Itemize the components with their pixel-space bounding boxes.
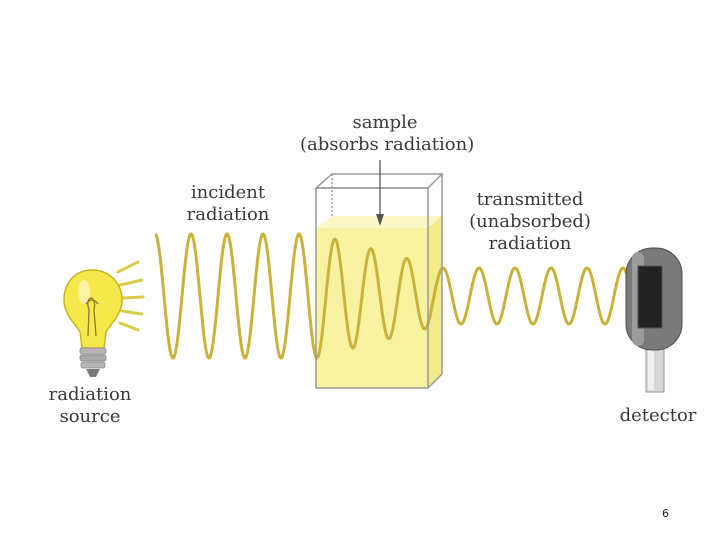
radiation-wave (153, 232, 632, 360)
transmitted-radiation-label: transmitted (unabsorbed) radiation (469, 189, 591, 254)
sample-arrow (376, 160, 384, 226)
incident-radiation-label: incident radiation (186, 182, 270, 225)
radiation-source-label: radiation source (48, 384, 132, 427)
detector-icon (625, 247, 683, 393)
page-number: 6 (662, 507, 669, 520)
sample-cuvette (316, 216, 442, 388)
detector-label: detector (619, 405, 697, 426)
cuvette-glass (314, 173, 444, 389)
light-bulb-icon (63, 260, 145, 377)
sample-label: sample (absorbs radiation) (300, 112, 475, 155)
